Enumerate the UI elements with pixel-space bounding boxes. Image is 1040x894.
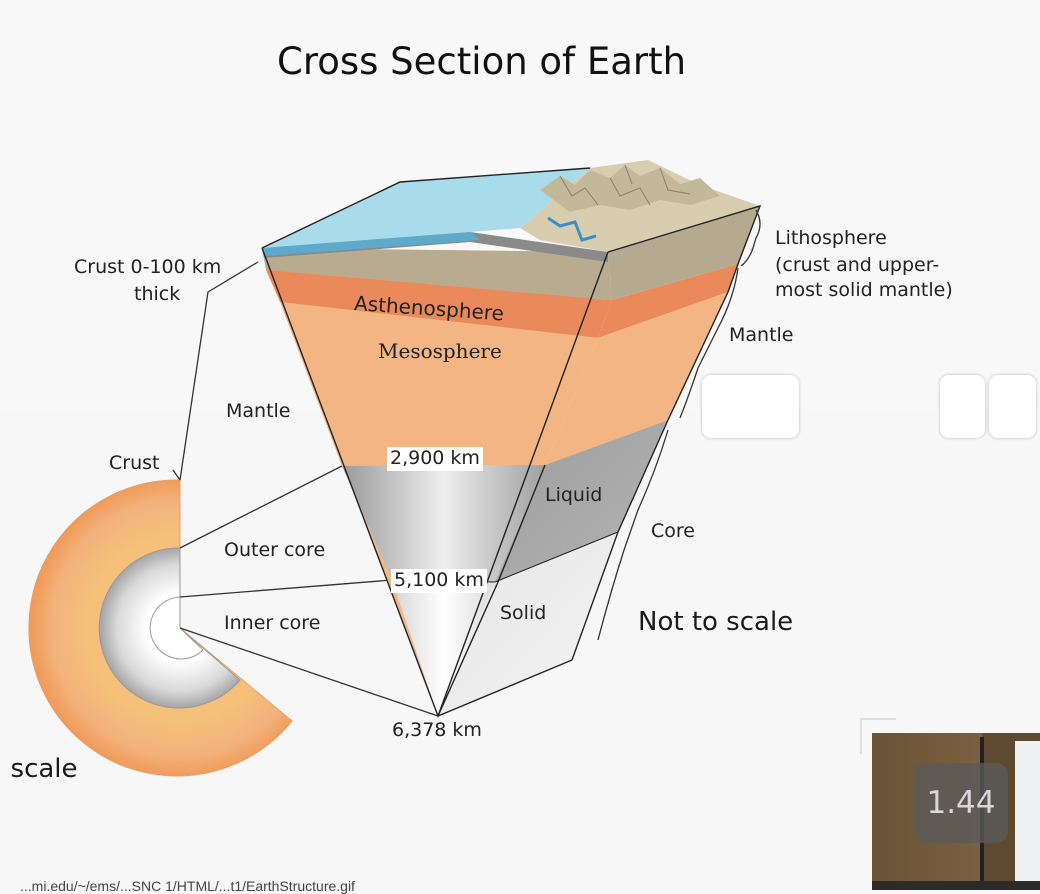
mantle-left-label: Mantle (226, 400, 291, 422)
inner-core-label: Inner core (224, 612, 321, 634)
solid-label: Solid (500, 602, 547, 624)
partial-scale-text: scale (10, 754, 78, 784)
slide-title: Cross Section of Earth (277, 40, 687, 83)
video-bar (872, 881, 1040, 890)
lithosphere-label-3: most solid mantle) (775, 279, 953, 301)
crust-thickness-label: Crust 0-100 km (74, 256, 222, 278)
core-right-label: Core (651, 520, 695, 542)
mantle-right-label: Mantle (729, 324, 794, 346)
overlay-button-right[interactable] (989, 375, 1036, 438)
liquid-label: Liquid (545, 484, 603, 506)
partial-scale-caption: · scale (0, 754, 78, 785)
not-to-scale-label: Not to scale (638, 607, 794, 637)
crust-left-label: Crust (109, 452, 160, 474)
depth-2900-label: 2,900 km (387, 447, 483, 471)
pip-resize-handle[interactable] (860, 718, 896, 754)
depth-5100-label: 5,100 km (391, 569, 487, 593)
source-url: ...mi.edu/~/ems/...SNC 1/HTML/...t1/Eart… (20, 878, 355, 894)
overlay-button-left[interactable] (940, 375, 985, 438)
lithosphere-label: Lithosphere (775, 227, 887, 249)
overlay-button[interactable] (702, 375, 799, 438)
crust-thickness-label-2: thick (134, 283, 181, 305)
mesosphere-label: Mesosphere (378, 339, 502, 363)
lithosphere-label-2: (crust and upper- (775, 254, 940, 276)
outer-core-label: Outer core (224, 539, 326, 561)
playback-speed-badge[interactable]: 1.44 (914, 763, 1008, 843)
video-screen (1015, 741, 1040, 881)
depth-6378-label: 6,378 km (392, 719, 482, 741)
